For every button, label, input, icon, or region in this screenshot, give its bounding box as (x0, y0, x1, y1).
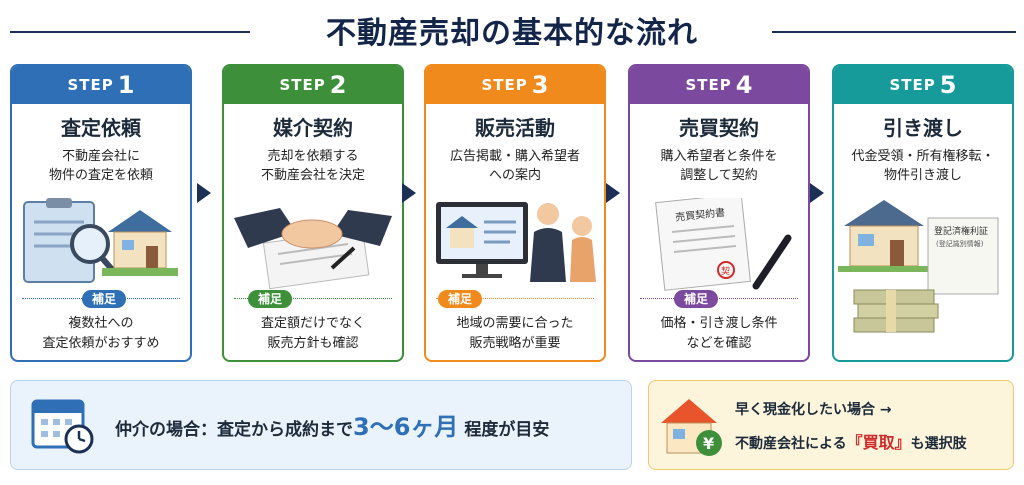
handshake-contract-icon (234, 208, 392, 290)
step-card-2: STEP 2 媒介契約 売却を依頼する 不動産会社を決定 補足 査定額だけでなく… (222, 64, 404, 362)
step-card-3: STEP 3 販売活動 広告掲載・購入希望者 への案内 補足 地域の需要に合った… (424, 64, 606, 362)
yen-symbol: ¥ (703, 434, 714, 453)
step-name: 売買契約 (679, 116, 759, 140)
step-number: 5 (939, 71, 957, 99)
step-name: 査定依頼 (61, 116, 141, 140)
step-number: 4 (735, 71, 753, 99)
step-number: 1 (117, 71, 135, 99)
tip-badge: 補足 (82, 290, 127, 308)
step-name: 引き渡し (883, 116, 963, 140)
step-label: STEP (481, 76, 528, 94)
timeline-note-box: 仲介の場合：査定から成約まで3〜6ヶ月 程度が目安 (10, 380, 632, 470)
timeline-text: 仲介の場合：査定から成約まで3〜6ヶ月 程度が目安 (115, 407, 549, 442)
tip-badge: 補足 (674, 290, 719, 308)
header: 不動産売却の基本的な流れ (0, 0, 1024, 56)
arrow-right-icon (402, 183, 416, 203)
step-description: 不動産会社に 物件の査定を依頼 (48, 149, 153, 183)
divider (640, 298, 798, 299)
house-money-certificate-icon: 登記済権利証 (登記識別情報) (838, 200, 999, 333)
step-card-5: STEP 5 引き渡し 代金受領・所有権移転・ 物件引き渡し 登記済権利証 (登… (832, 64, 1014, 362)
timeline-suffix: 程度が目安 (464, 420, 550, 440)
arrow-right-icon (810, 183, 824, 203)
step-header: STEP 1 (12, 66, 190, 104)
step-description: 広告掲載・購入希望者 への案内 (449, 149, 580, 183)
page-title: 不動産売却の基本的な流れ (326, 16, 698, 51)
step-card-4: STEP 4 売買契約 購入希望者と条件を 調整して契約 売買契約書 契 補足 … (628, 64, 810, 362)
step-label: STEP (685, 76, 732, 94)
buyout-note-box: ¥ 早く現金化したい場合 → 不動産会社による『買取』も選択肢 (648, 380, 1014, 470)
step-header: STEP 4 (630, 66, 808, 104)
buyout-highlight: 『買取』 (846, 433, 911, 452)
timeline-prefix: 仲介の場合：査定から成約まで (115, 420, 353, 440)
buyout-line1: 早く現金化したい場合 → (735, 402, 892, 418)
step-label: STEP (279, 76, 326, 94)
tip-badge: 補足 (248, 290, 293, 308)
step-description: 売却を依頼する 不動産会社を決定 (260, 149, 365, 183)
step-name: 媒介契約 (273, 116, 353, 140)
calendar-clock-icon (31, 399, 94, 454)
step-card-1: STEP 1 査定依頼 不動産会社に 物件の査定を依頼 補足 複数社への 査定依… (10, 64, 192, 362)
divider (436, 298, 594, 299)
step-number: 2 (329, 71, 347, 99)
arrow-right-icon (606, 183, 620, 203)
tip-badge: 補足 (438, 290, 483, 308)
step-number: 3 (531, 71, 549, 99)
contract-pen-icon: 売買契約書 契 (655, 198, 792, 291)
divider (234, 298, 392, 299)
step-header: STEP 3 (426, 66, 604, 104)
seal-mark: 契 (721, 265, 730, 277)
step-name: 販売活動 (475, 116, 555, 140)
buyout-suffix: も選択肢 (910, 436, 967, 452)
arrow-right-icon (197, 183, 211, 203)
timeline-highlight: 3〜6ヶ月 (353, 413, 459, 441)
certificate-title: 登記済権利証 (934, 225, 988, 237)
title-rule-right (772, 31, 1016, 33)
monitor-presentation-icon (436, 202, 596, 282)
step-description: 購入希望者と条件を 調整して契約 (660, 149, 778, 183)
step-label: STEP (889, 76, 936, 94)
buyout-line2: 不動産会社による『買取』も選択肢 (735, 429, 967, 453)
tip-note: 複数社への 査定依頼がおすすめ (42, 316, 160, 351)
title-rule-left (10, 31, 250, 33)
step-header: STEP 2 (224, 66, 402, 104)
tip-note: 地域の需要に合った 販売戦略が重要 (456, 316, 574, 351)
step-header: STEP 5 (834, 66, 1012, 104)
step-label: STEP (67, 76, 114, 94)
tip-note: 査定額だけでなく 販売方針も確認 (260, 316, 365, 351)
step-description: 代金受領・所有権移転・ 物件引き渡し (851, 149, 995, 183)
clipboard-magnifier-house-icon (23, 198, 178, 283)
certificate-subtitle: (登記識別情報) (936, 239, 984, 248)
house-yen-icon: ¥ (661, 399, 722, 456)
tip-note: 価格・引き渡し条件 などを確認 (660, 316, 778, 351)
buyout-prefix: 不動産会社による (735, 436, 847, 452)
